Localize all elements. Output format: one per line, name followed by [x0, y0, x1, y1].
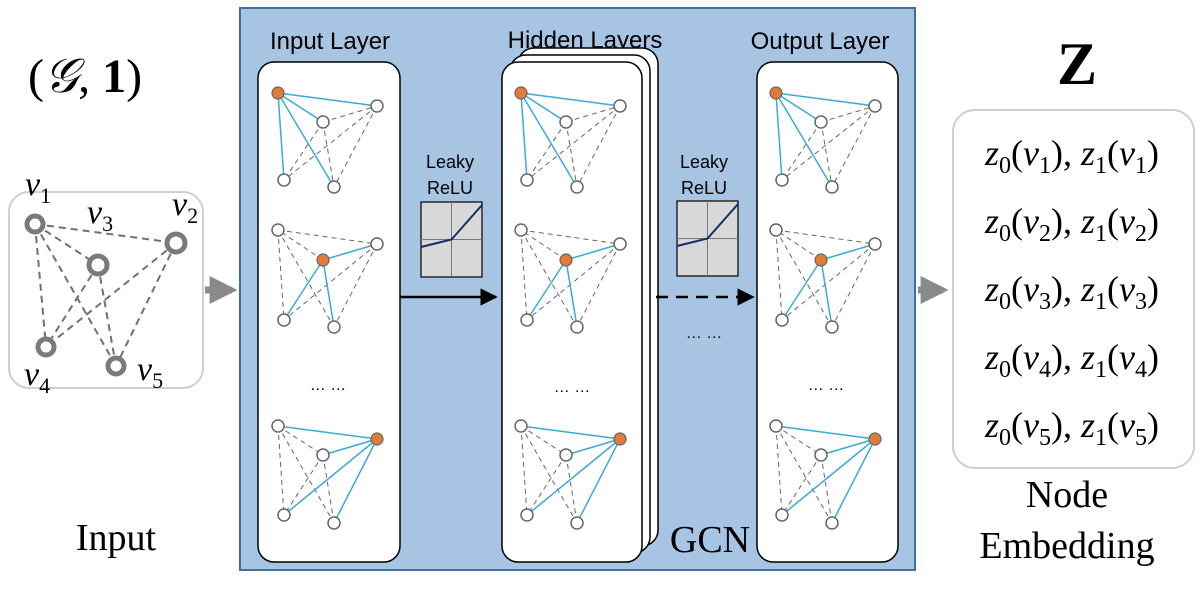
svg-text:Leaky: Leaky — [426, 152, 474, 172]
input-graph-edges — [34, 223, 177, 367]
gcn-label: GCN — [670, 519, 750, 561]
input-section: (𝒢, 1) v1 v3 v2 v4 v5 Input — [8, 50, 204, 559]
output-caption-line2: Embedding — [979, 525, 1154, 567]
output-caption-line1: Node — [1026, 474, 1108, 516]
svg-text:Leaky: Leaky — [680, 152, 728, 172]
output-section: Z z0(v1), z1(v1) z0(v2), z1(v2) z0(v3), z1… — [952, 31, 1195, 567]
ellipsis: … … — [554, 379, 590, 396]
input-graph-nodes — [24, 213, 188, 377]
ellipsis: … … — [310, 377, 346, 394]
activation-leaky-relu-1: Leaky ReLU — [420, 152, 483, 278]
embedding-row: z0(v3), z1(v3) — [984, 269, 1159, 315]
input-caption: Input — [76, 517, 157, 559]
node-label-v1: v1 — [25, 166, 51, 208]
gcn-panel: Input Layer Hidden Layers Output Layer …… — [239, 7, 916, 571]
graph-formula: (𝒢, 1) — [28, 50, 142, 103]
output-layer-card: … … — [756, 61, 899, 563]
embedding-row: z0(v4), z1(v4) — [984, 337, 1159, 383]
leaky-relu-curve — [676, 203, 739, 247]
ellipsis: … … — [686, 325, 722, 342]
svg-text:ReLU: ReLU — [681, 178, 727, 198]
embedding-row: z0(v5), z1(v5) — [984, 405, 1159, 451]
output-layer-title: Output Layer — [751, 28, 890, 55]
ellipsis: … … — [808, 377, 844, 394]
node-label-v5: v5 — [137, 351, 163, 393]
embedding-matrix-title: Z — [1057, 31, 1097, 97]
node-label-v2: v2 — [172, 186, 198, 228]
embedding-rows: z0(v1), z1(v1) z0(v2), z1(v2) z0(v3), z1(v… — [984, 133, 1159, 451]
embedding-row: z0(v1), z1(v1) — [984, 133, 1159, 179]
leaky-relu-curve — [420, 204, 483, 248]
activation-leaky-relu-2: Leaky ReLU — [676, 152, 739, 277]
embedding-box — [952, 109, 1195, 469]
input-layer-card: … … — [257, 61, 401, 563]
embedding-row: z0(v2), z1(v2) — [984, 201, 1159, 247]
hidden-layers-card: … … — [501, 47, 659, 563]
input-layer-title: Input Layer — [270, 28, 390, 55]
svg-text:ReLU: ReLU — [427, 178, 473, 198]
node-label-v3: v3 — [87, 194, 113, 236]
node-label-v4: v4 — [24, 356, 50, 398]
